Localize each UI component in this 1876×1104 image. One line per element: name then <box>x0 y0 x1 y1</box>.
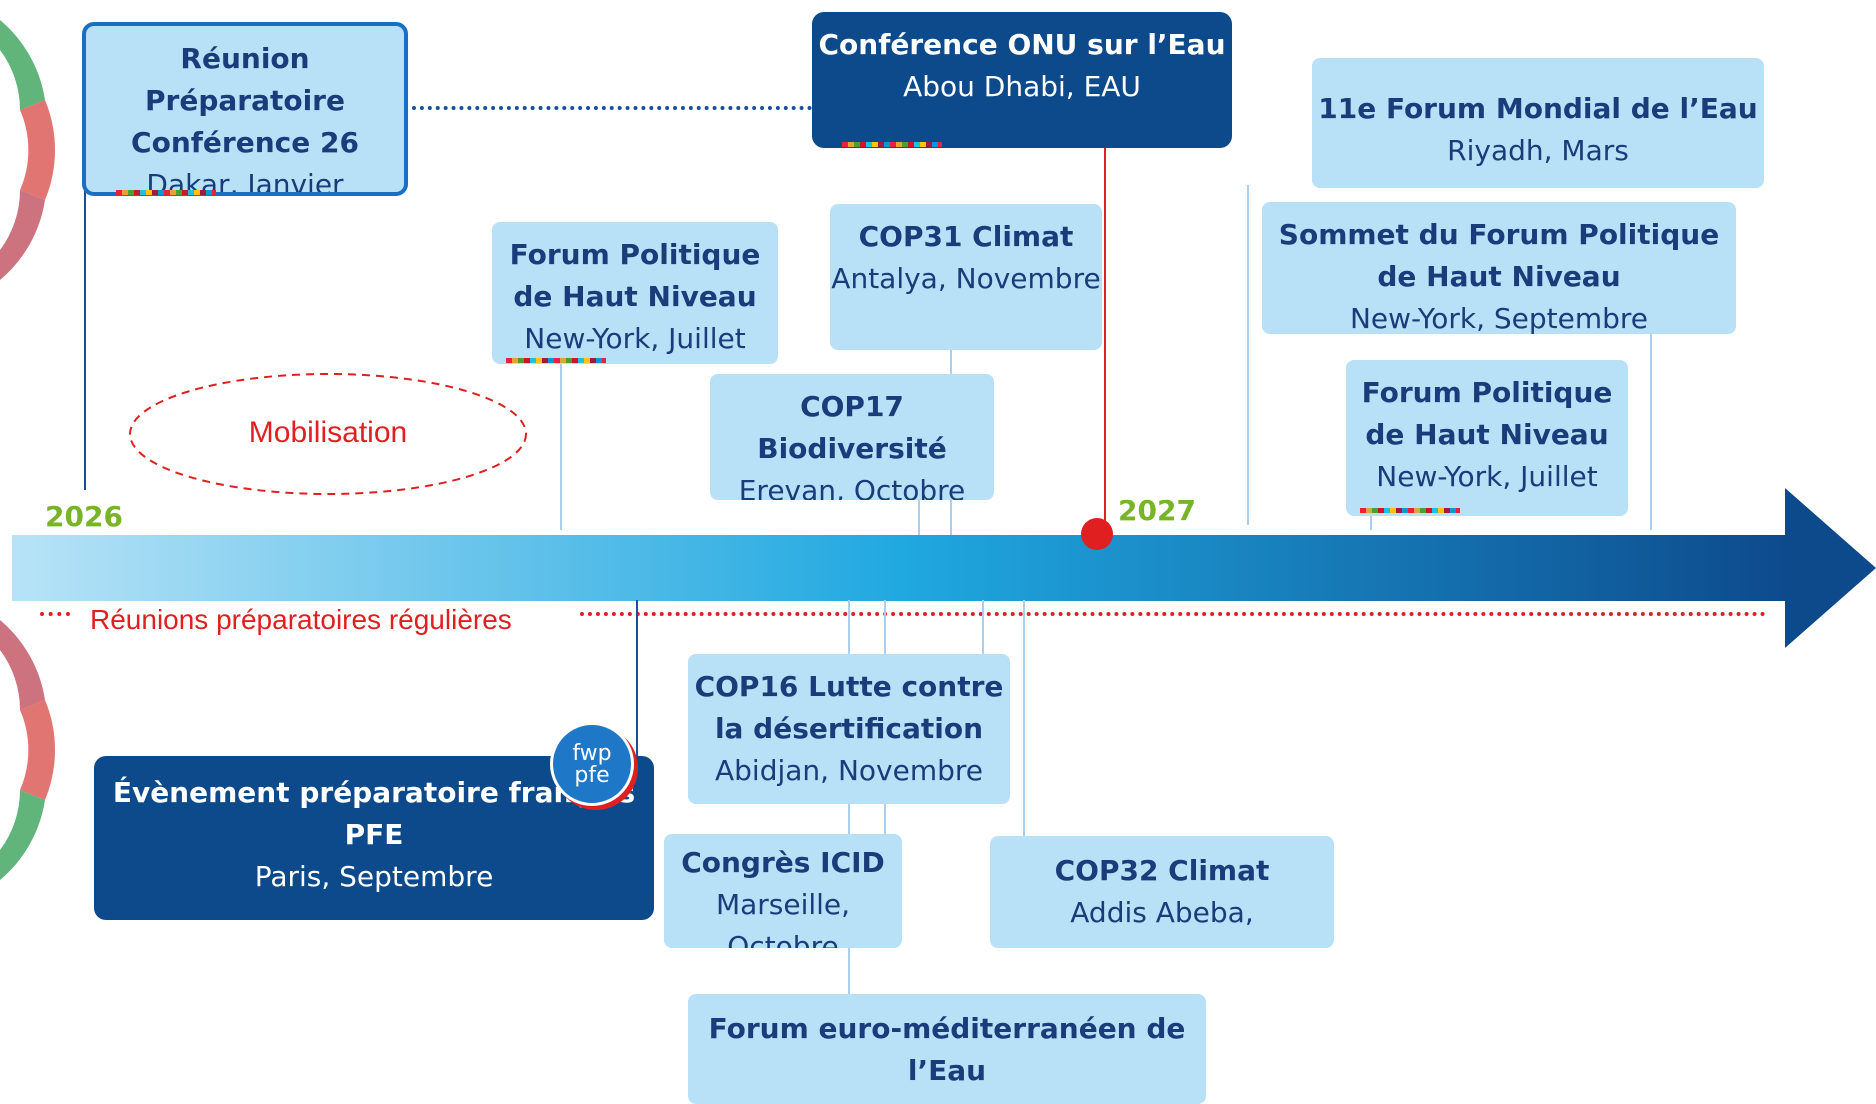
connector-cop16-b <box>982 600 984 660</box>
sdg-color-strip <box>506 358 606 363</box>
prep-line-stub <box>40 612 70 616</box>
event-subtitle: Dakar, Janvier <box>146 168 344 196</box>
event-subtitle: Antalya, Novembre <box>831 262 1101 295</box>
event-dakar: Réunion Préparatoire Conférence 26 Dakar… <box>82 22 408 196</box>
connector-sommet <box>1650 330 1652 530</box>
event-sommet: Sommet du Forum Politique de Haut Niveau… <box>1262 202 1736 334</box>
event-cop32: COP32 Climat Addis Abeba, <box>990 836 1334 948</box>
connector-fphn2026 <box>560 360 562 530</box>
event-title: Congrès ICID <box>681 846 885 879</box>
event-title: Sommet du Forum Politique de Haut Niveau <box>1278 218 1720 293</box>
prep-line <box>580 612 1766 616</box>
onu-marker-dot <box>1081 518 1113 550</box>
timeline-arrow <box>12 488 1876 648</box>
event-subtitle: Addis Abeba, <box>1070 896 1254 929</box>
connector-onu <box>1104 145 1106 530</box>
sdg-color-strip <box>842 142 942 147</box>
event-subtitle: Abidjan, Novembre <box>714 754 983 787</box>
event-fphn2027: Forum Politique de Haut Niveau New-York,… <box>1346 360 1628 516</box>
year-2027: 2027 <box>1118 494 1196 527</box>
event-subtitle: Marseille, Octobre <box>715 888 851 948</box>
event-title: Conférence ONU sur l’Eau <box>818 28 1226 61</box>
event-title: Forum Politique de Haut Niveau <box>1361 376 1613 451</box>
event-subtitle: Riyadh, Mars <box>1447 134 1629 167</box>
event-title: 11e Forum Mondial de l’Eau <box>1318 92 1758 125</box>
event-euromed: Forum euro-méditerranéen de l’Eau <box>688 994 1206 1104</box>
event-onu: Conférence ONU sur l’Eau Abou Dhabi, EAU <box>812 12 1232 148</box>
event-title: COP17 Biodiversité <box>757 390 947 465</box>
connector-cop17 <box>918 500 920 535</box>
year-2026: 2026 <box>45 500 123 533</box>
event-cop17: COP17 Biodiversité Erevan, Octobre <box>710 374 994 500</box>
connector-pfe <box>636 600 638 760</box>
event-subtitle: New-York, Juillet <box>524 322 746 355</box>
mobilisation-label: Mobilisation <box>248 416 408 449</box>
event-subtitle: New-York, Septembre <box>1349 302 1649 334</box>
event-fphn2026: Forum Politique de Haut Niveau New-York,… <box>492 222 778 364</box>
event-title: COP16 Lutte contre la désertification <box>694 670 1004 745</box>
event-title: Évènement préparatoire français PFE <box>112 776 636 851</box>
event-title: Forum euro-méditerranéen de l’Eau <box>708 1012 1186 1087</box>
event-cop16: COP16 Lutte contre la désertification Ab… <box>688 654 1010 804</box>
sdg-wheel-bottom-decoration <box>0 620 56 880</box>
prep-meetings-label: Réunions préparatoires régulières <box>90 604 512 635</box>
event-subtitle: Erevan, Octobre <box>738 474 966 500</box>
sdg-color-strip <box>116 190 216 195</box>
connector-dakar <box>84 190 86 490</box>
event-title: Réunion Préparatoire Conférence 26 <box>131 42 359 159</box>
connector-cop32 <box>1023 600 1025 840</box>
event-icid: Congrès ICID Marseille, Octobre <box>664 834 902 948</box>
fwp-pfe-logo: fwp pfe <box>550 722 634 806</box>
dakar-onu-link <box>412 106 812 110</box>
event-cop31: COP31 Climat Antalya, Novembre <box>830 204 1102 350</box>
event-subtitle: New-York, Juillet <box>1376 460 1598 493</box>
event-subtitle: Abou Dhabi, EAU <box>903 70 1141 103</box>
connector-riyadh <box>1247 185 1249 525</box>
mobilisation-ellipse <box>129 373 527 495</box>
event-title: Forum Politique de Haut Niveau <box>509 238 761 313</box>
sdg-wheel-top-decoration <box>0 20 56 280</box>
event-subtitle: Paris, Septembre <box>254 860 494 893</box>
event-title: COP31 Climat <box>858 220 1074 253</box>
sdg-color-strip <box>1360 508 1460 513</box>
event-title: COP32 Climat <box>1054 854 1270 887</box>
event-riyadh: 11e Forum Mondial de l’Eau Riyadh, Mars <box>1312 58 1764 188</box>
logo-text-line1: fwp <box>572 741 612 766</box>
logo-text-line2: pfe <box>574 763 610 788</box>
